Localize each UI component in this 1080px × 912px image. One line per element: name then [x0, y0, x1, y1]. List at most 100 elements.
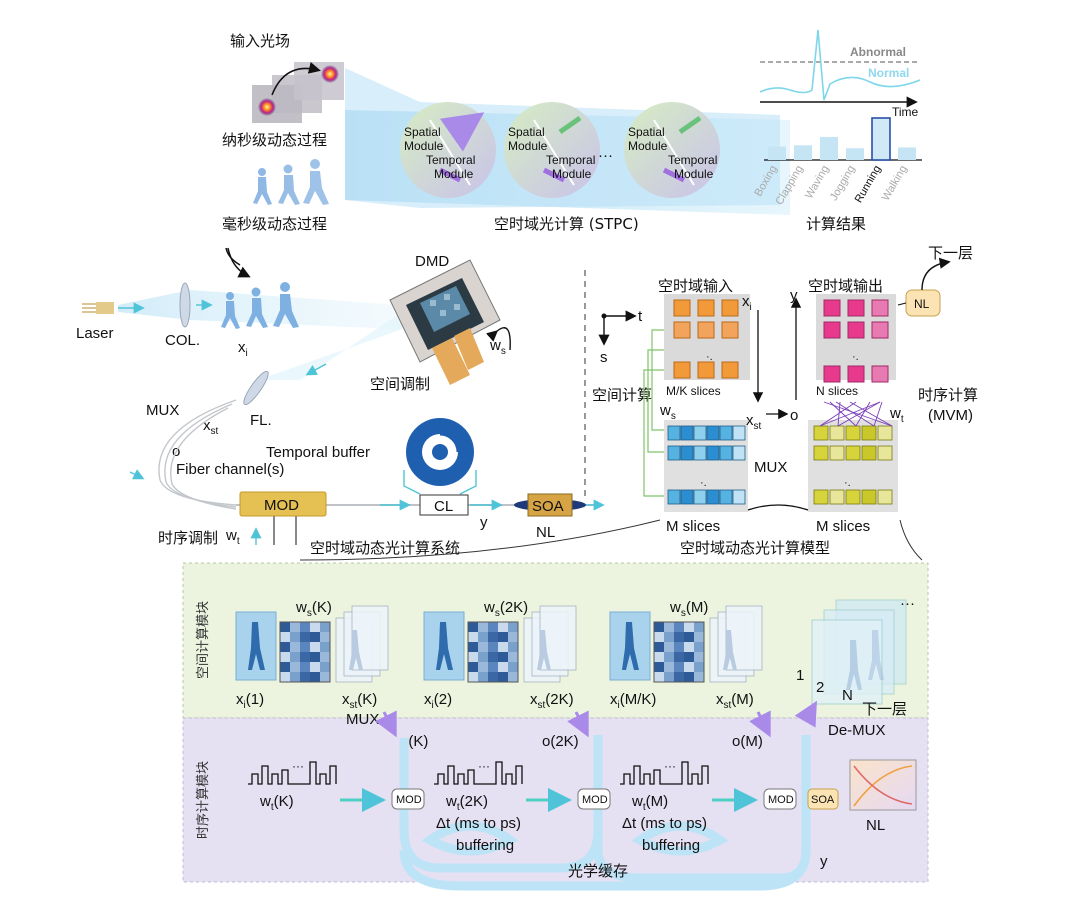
delta-t-label: Δt (ms to ps)	[622, 815, 707, 832]
ws-bottom-label: ws(M)	[669, 599, 708, 619]
model-wt-label: wt	[889, 405, 904, 425]
weight-cell	[694, 672, 704, 682]
input-cell	[697, 299, 715, 317]
xst-cell	[719, 445, 733, 461]
temporal-buffer-label: Temporal buffer	[266, 444, 370, 461]
model-o-label: o	[790, 407, 798, 424]
wt-bottom-label: wt(M)	[631, 793, 668, 813]
input-cell	[697, 361, 715, 379]
faded-person-icon	[349, 630, 363, 670]
weight-cell	[674, 632, 684, 642]
temporal-cell	[845, 489, 861, 505]
st-output-grid	[823, 299, 889, 383]
st-output-label: 空时域输出	[808, 277, 883, 295]
weight-cell	[310, 662, 320, 672]
temporal-cell	[829, 425, 845, 441]
input-cell	[673, 321, 691, 339]
weight-cell	[478, 652, 488, 662]
weight-cell	[280, 672, 290, 682]
mod-bottom-box	[763, 788, 797, 810]
weight-cell	[664, 642, 674, 652]
weight-cell	[488, 642, 498, 652]
weight-cell	[498, 652, 508, 662]
weight-cell	[290, 672, 300, 682]
weight-cell	[664, 672, 674, 682]
model-next-layer-label: 下一层	[928, 244, 973, 262]
temporal-modulation-label: 时序调制	[158, 529, 218, 547]
st-input-grid	[673, 299, 739, 379]
weight-cell	[498, 662, 508, 672]
spatial-group-1: ws(K)xi(1)xst(K)	[235, 599, 389, 711]
m-slices-left-label: M slices	[666, 518, 720, 535]
weight-cell	[508, 622, 518, 632]
weight-cell	[498, 642, 508, 652]
temporal-cell	[813, 425, 829, 441]
weight-cell	[290, 662, 300, 672]
fiber-channel-label: Fiber channel(s)	[176, 461, 284, 478]
time-axis-label: Time	[892, 105, 919, 119]
input-light-field-label: 输入光场	[230, 32, 290, 50]
input-cell	[673, 299, 691, 317]
m-slices-right-label: M slices	[816, 518, 870, 535]
xst-cell	[732, 425, 746, 441]
weight-cell	[478, 642, 488, 652]
weight-frame	[653, 621, 705, 683]
weight-cell	[498, 622, 508, 632]
weight-cell	[468, 622, 478, 632]
temporal-cell	[861, 489, 877, 505]
t-axis-label: t	[638, 308, 643, 325]
xst-cell	[667, 489, 681, 505]
xst-grid	[667, 425, 746, 505]
weight-cell	[478, 672, 488, 682]
input-cell	[697, 321, 715, 339]
buffering-label: buffering	[456, 837, 514, 854]
xst-cell	[706, 425, 720, 441]
weight-cell	[674, 652, 684, 662]
weight-cell	[300, 672, 310, 682]
weight-cell	[498, 672, 508, 682]
temporal-cell	[813, 445, 829, 461]
laser-label: Laser	[76, 325, 114, 342]
weight-cell	[488, 662, 498, 672]
weight-cell	[654, 672, 664, 682]
fiber-coil-icon	[403, 418, 477, 495]
module-ellipsis: ···	[598, 147, 613, 164]
weight-cell	[468, 652, 478, 662]
xi-bottom-label: xi(1)	[236, 691, 264, 711]
xst-cell	[706, 445, 720, 461]
weight-cell	[310, 652, 320, 662]
model-nl-label: NL	[914, 297, 930, 311]
mod-bottom-label: MOD	[396, 794, 422, 806]
spatial-connections	[643, 329, 666, 497]
abnormal-label: Abnormal	[850, 45, 906, 59]
weight-cell	[508, 642, 518, 652]
soa-device-icon	[514, 493, 586, 517]
person-icon	[622, 622, 639, 670]
class-label-walking: Walking	[880, 164, 910, 204]
weight-cell	[280, 652, 290, 662]
faded-person-icon	[723, 630, 737, 670]
xst-cell	[693, 425, 707, 441]
person-icon	[248, 622, 265, 670]
weight-cell	[684, 622, 694, 632]
laser-icon	[82, 302, 145, 314]
xst-cell	[680, 425, 694, 441]
class-label-waving: Waving	[803, 164, 832, 201]
weight-cell	[674, 672, 684, 682]
soa-bottom-box	[807, 788, 839, 810]
weight-cell	[694, 652, 704, 662]
weight-cell	[290, 622, 300, 632]
mod-bottom-label: MOD	[582, 794, 608, 806]
temporal-cell	[829, 489, 845, 505]
weight-cell	[684, 652, 694, 662]
buffering-label: buffering	[642, 837, 700, 854]
input-cell	[673, 361, 691, 379]
delta-t-label: Δt (ms to ps)	[436, 815, 521, 832]
weight-cell	[694, 642, 704, 652]
mux-bottom-label: MUX	[346, 711, 379, 728]
svg-text:···: ···	[292, 759, 304, 773]
xst-label: xst	[203, 417, 219, 437]
weight-cell	[664, 622, 674, 632]
